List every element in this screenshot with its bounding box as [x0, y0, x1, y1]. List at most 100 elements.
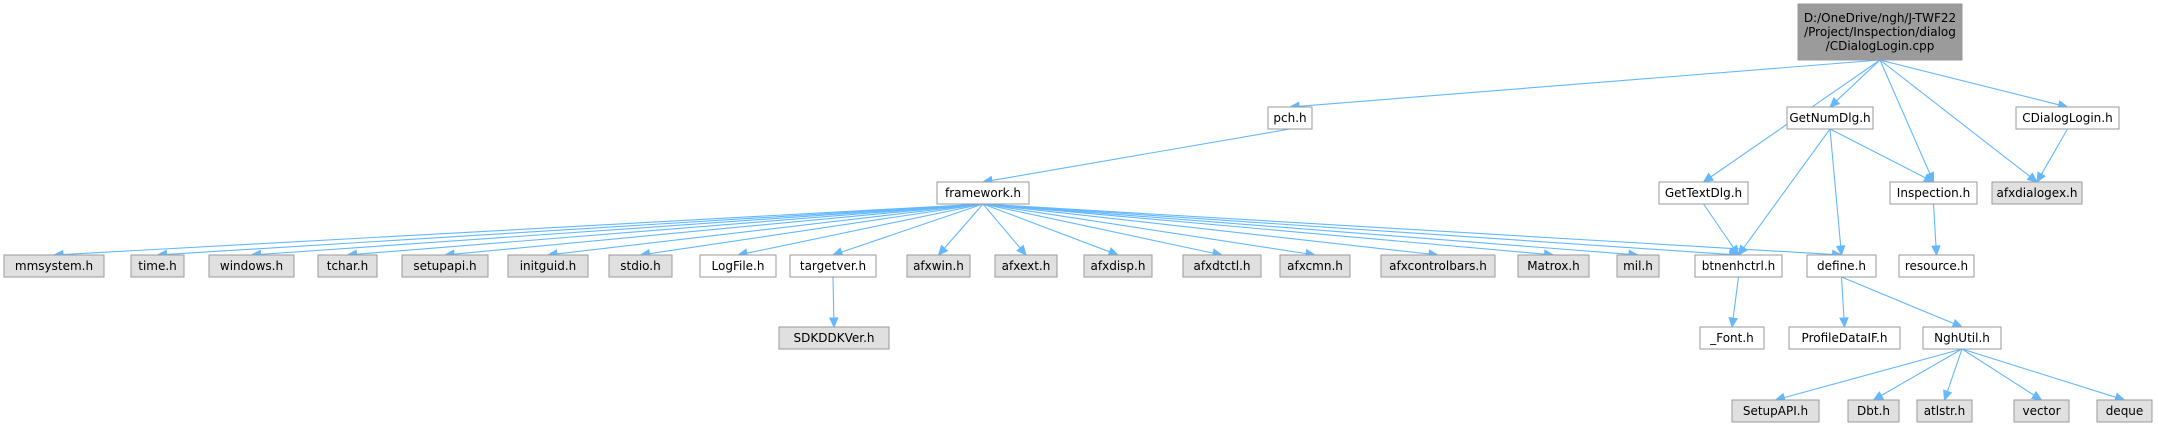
node-getnumdlg[interactable]: GetNumDlg.h — [1786, 106, 1874, 130]
node-label: afxdtctl.h — [1193, 259, 1250, 273]
edge-root-to-getnumdlg — [1829, 59, 1881, 108]
node-box — [699, 254, 777, 278]
node-label: GetTextDlg.h — [1665, 186, 1742, 200]
node-afxwin: afxwin.h — [906, 254, 971, 278]
node-label: framework.h — [945, 186, 1021, 200]
node-label: atlstr.h — [1924, 404, 1966, 418]
arrowhead-icon — [2026, 172, 2038, 183]
node-label: afxdisp.h — [1091, 259, 1146, 273]
node-resource[interactable]: resource.h — [1898, 254, 1975, 278]
node-define[interactable]: define.h — [1806, 254, 1877, 278]
node-box — [994, 254, 1058, 278]
node-box — [936, 181, 1030, 205]
edge-line — [260, 203, 984, 255]
node-label: SDKDDKVer.h — [794, 331, 875, 345]
node-atlstr: atlstr.h — [1916, 399, 1973, 423]
node-cdialoglogin[interactable]: CDialogLogin.h — [2015, 106, 2120, 130]
arrowhead-icon — [1829, 97, 1841, 108]
node-inspection[interactable]: Inspection.h — [1889, 181, 1978, 205]
node-box — [608, 254, 673, 278]
node-label: Inspection.h — [1897, 186, 1970, 200]
edge-cdialoglogin-to-afxdialogex — [2036, 128, 2068, 184]
edge-framework-to-matrox — [982, 203, 1555, 259]
node-logfile[interactable]: LogFile.h — [699, 254, 777, 278]
node-label: targetver.h — [800, 259, 866, 273]
node-label: mmsystem.h — [15, 259, 93, 273]
node-profiledataif[interactable]: ProfileDataIF.h — [1788, 326, 1901, 350]
node-label: btnenhctrl.h — [1702, 259, 1776, 273]
node-dbt: Dbt.h — [1847, 399, 1900, 423]
edge-line — [1829, 128, 1926, 179]
node-box — [789, 254, 877, 278]
node-label: time.h — [138, 259, 177, 273]
node-box — [1786, 106, 1874, 130]
arrowhead-icon — [1951, 318, 1964, 328]
edge-line — [166, 203, 984, 255]
edge-line — [841, 203, 984, 253]
arrowhead-icon — [1872, 391, 1885, 401]
node-label: tchar.h — [327, 259, 369, 273]
node-matrox: Matrox.h — [1517, 254, 1590, 278]
edge-define-to-nghutil — [1841, 276, 1964, 328]
node-box — [906, 254, 971, 278]
edge-define-to-profiledataif — [1839, 276, 1849, 329]
node-box — [1889, 181, 1978, 205]
node-pch[interactable]: pch.h — [1267, 106, 1313, 130]
node-label: mil.h — [1623, 259, 1653, 273]
node-box — [2096, 399, 2153, 423]
node-box — [1699, 326, 1765, 350]
edge-targetver-to-sdkddkver — [829, 276, 839, 329]
node-box — [1898, 254, 1975, 278]
node-font[interactable]: _Font.h — [1699, 326, 1765, 350]
node-btnenhctrl[interactable]: btnenhctrl.h — [1694, 254, 1783, 278]
node-box — [2013, 399, 2070, 423]
node-box — [401, 254, 489, 278]
node-targetver[interactable]: targetver.h — [789, 254, 877, 278]
edge-line — [746, 203, 984, 254]
node-label: initguid.h — [520, 259, 577, 273]
edge-root-to-afxdialogex — [1879, 59, 2038, 183]
edge-inspection-to-resource — [1931, 203, 1941, 257]
edge-framework-to-afxwin — [937, 203, 984, 256]
node-label: pch.h — [1273, 111, 1306, 125]
node-nghutil[interactable]: NghUtil.h — [1922, 326, 2002, 350]
node-afxdtctl: afxdtctl.h — [1182, 254, 1262, 278]
node-label: ProfileDataIF.h — [1802, 331, 1888, 345]
edge-framework-to-mil — [982, 203, 1640, 260]
edge-root-to-pch — [1288, 59, 1881, 111]
edge-line — [62, 203, 984, 256]
edge-line — [1841, 276, 1954, 325]
edge-pch-to-framework — [981, 128, 1291, 186]
edge-line — [453, 203, 984, 255]
edge-line — [991, 128, 1291, 182]
edge-line — [1298, 59, 1881, 107]
edge-framework-to-afxcmn — [982, 203, 1317, 259]
arrowhead-icon — [1943, 389, 1953, 402]
edge-line — [832, 276, 835, 319]
node-label: LogFile.h — [712, 259, 765, 273]
edge-line — [356, 203, 984, 255]
arrowhead-icon — [1729, 244, 1740, 257]
edge-line — [982, 203, 1021, 249]
node-label: D:/OneDrive/ngh/J-TWF22 — [1804, 11, 1956, 25]
node-framework[interactable]: framework.h — [936, 181, 1030, 205]
edge-line — [1732, 276, 1740, 319]
edge-line — [1840, 276, 1845, 319]
arrowhead-icon — [2030, 390, 2043, 401]
edge-nghutil-to-vector — [1961, 348, 2043, 401]
node-box — [1182, 254, 1262, 278]
node-box — [1847, 399, 1900, 423]
node-box — [1806, 254, 1877, 278]
node-gettextdlg[interactable]: GetTextDlg.h — [1658, 181, 1749, 205]
edge-line — [1836, 59, 1881, 102]
node-label: /CDialogLogin.cpp — [1826, 39, 1935, 53]
edge-btnenhctrl-to-font — [1728, 276, 1740, 329]
arrowhead-icon — [937, 244, 949, 256]
edge-line — [1961, 348, 2035, 396]
node-label: _Font.h — [1709, 331, 1754, 345]
node-tchar: tchar.h — [317, 254, 378, 278]
node-afxcontrolbars: afxcontrolbars.h — [1380, 254, 1496, 278]
edge-line — [1784, 348, 1963, 399]
node-box — [208, 254, 295, 278]
